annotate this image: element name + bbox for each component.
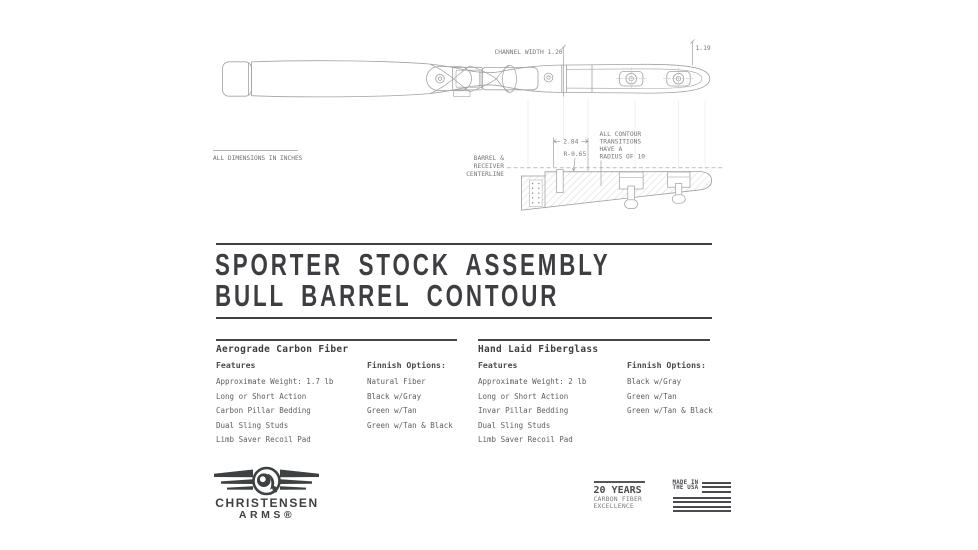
column-heading: Hand Laid Fiberglass xyxy=(478,344,599,355)
feature-item: Carbon Pillar Bedding xyxy=(216,406,311,416)
feature-item: Limb Saver Recoil Pad xyxy=(478,435,573,445)
stock-top-view xyxy=(222,60,711,98)
made-in-usa-badge: MADE IN THE USA xyxy=(672,479,732,516)
finish-item: Black w/Gray xyxy=(627,377,682,386)
finish-options-label: Finnish Options: xyxy=(627,360,706,370)
technical-drawing: CHANNEL WIDTH 1.20 1.19 xyxy=(213,39,723,211)
contour-note-3: HAVE A xyxy=(600,146,623,153)
centerline-label-2: RECEIVER xyxy=(474,163,505,170)
magazine-inlet xyxy=(480,67,539,91)
brand-wordmark: CHRISTENSEN ARMS® xyxy=(211,497,323,521)
dimensions-note: ALL DIMENSIONS IN INCHES xyxy=(213,155,303,162)
sling-studs xyxy=(618,171,691,209)
radius-dimension: R-0.65 xyxy=(564,151,587,158)
feature-item: Dual Sling Studs xyxy=(216,420,289,430)
feature-item: Approximate Weight: 1.7 lb xyxy=(216,377,334,386)
feature-item: Invar Pillar Bedding xyxy=(478,406,569,416)
features-subcolumn: Features Approximate Weight: 2 lb Long o… xyxy=(478,360,626,448)
years-subtitle-1: CARBON FIBER xyxy=(593,494,643,503)
rear-stud-hole xyxy=(435,73,445,84)
butt-pad-outline xyxy=(222,61,252,97)
title-rule-top xyxy=(216,242,712,245)
column-rule xyxy=(478,339,710,341)
features-subcolumn: Features Approximate Weight: 1.7 lb Long… xyxy=(216,360,366,448)
flag-stripe xyxy=(672,510,731,513)
feature-item: Approximate Weight: 2 lb xyxy=(478,377,587,386)
channel-width-label: CHANNEL WIDTH xyxy=(495,49,544,56)
years-title: 20 YEARS xyxy=(593,484,642,496)
features-label: Features xyxy=(216,360,256,370)
finish-item: Green w/Tan & Black xyxy=(367,420,453,430)
feature-item: Long or Short Action xyxy=(216,391,307,401)
years-subtitle-2: EXCELLENCE xyxy=(593,502,634,511)
features-label: Features xyxy=(478,360,518,370)
depth-dimension: 2.84 xyxy=(563,139,578,146)
finish-item: Green w/Tan xyxy=(367,406,417,416)
feature-item: Dual Sling Studs xyxy=(478,420,551,430)
centerline-label-1: BARREL & xyxy=(474,155,505,162)
stock-side-view xyxy=(507,167,723,211)
finish-item: Black w/Gray xyxy=(367,391,422,401)
finish-subcolumn: Finnish Options: Black w/Gray Green w/Ta… xyxy=(627,360,713,419)
title-line-2: BULL BARREL CONTOUR xyxy=(215,278,560,313)
flag-stripe xyxy=(672,496,731,499)
flag-stripe xyxy=(672,505,731,508)
channel-width-value: 1.20 xyxy=(548,49,563,56)
front-width-value: 1.19 xyxy=(696,45,711,52)
contour-note-4: RADIUS OF 10 xyxy=(600,153,646,160)
flag-stripe xyxy=(702,481,731,484)
centerline-label-3: CENTERLINE xyxy=(466,171,504,178)
title-line-1: SPORTER STOCK ASSEMBLY xyxy=(215,247,611,282)
bedding-block xyxy=(529,179,543,207)
feature-item: Long or Short Action xyxy=(478,391,569,401)
flag-stripe xyxy=(672,501,731,504)
spec-column-carbon-fiber: Aerograde Carbon Fiber Features Approxim… xyxy=(216,339,457,449)
forend-section-profile xyxy=(521,171,713,211)
brand-name-2: ARMS® xyxy=(238,509,296,521)
flag-stripe xyxy=(702,490,731,493)
recoil-lug xyxy=(556,169,564,193)
contour-note-2: TRANSITIONS xyxy=(600,138,642,145)
brand-name: CHRISTENSEN xyxy=(215,496,319,510)
page-title: SPORTER STOCK ASSEMBLY BULL BARREL CONTO… xyxy=(215,249,610,311)
title-rule-bottom xyxy=(216,316,712,319)
contour-note-1: ALL CONTOUR xyxy=(600,131,642,138)
wings-icon xyxy=(214,469,319,490)
finish-item: Green w/Tan xyxy=(627,391,677,401)
grip-contour-lines xyxy=(429,63,517,94)
finish-item: Natural Fiber xyxy=(367,377,426,386)
column-rule xyxy=(216,339,457,341)
feature-item: Limb Saver Recoil Pad xyxy=(216,435,311,445)
finish-options-label: Finnish Options: xyxy=(367,360,446,370)
side-view-dimensions xyxy=(553,137,602,186)
usa-line-1: MADE IN xyxy=(672,479,699,486)
projection-lines xyxy=(527,96,706,170)
usa-flag-icon: MADE IN THE USA xyxy=(672,479,699,493)
column-heading: Aerograde Carbon Fiber xyxy=(216,344,349,355)
grip-cap-oval xyxy=(426,66,472,91)
finish-subcolumn: Finnish Options: Natural Fiber Black w/G… xyxy=(367,360,453,433)
action-inlet xyxy=(452,66,483,91)
usa-line-2: THE USA xyxy=(672,485,699,492)
barrel-channel-bosses xyxy=(616,67,694,91)
spec-column-fiberglass: Hand Laid Fiberglass Features Approximat… xyxy=(478,339,713,449)
bedding-dots xyxy=(531,182,540,204)
top-view-dimensions xyxy=(561,39,695,97)
flag-stripe xyxy=(702,486,731,489)
ram-head-icon xyxy=(252,466,281,496)
badge-rule xyxy=(593,481,645,483)
anniversary-badge: 20 YEARS CARBON FIBER EXCELLENCE xyxy=(593,481,646,511)
finish-item: Green w/Tan & Black xyxy=(627,406,713,416)
front-stud-hole xyxy=(543,72,554,83)
